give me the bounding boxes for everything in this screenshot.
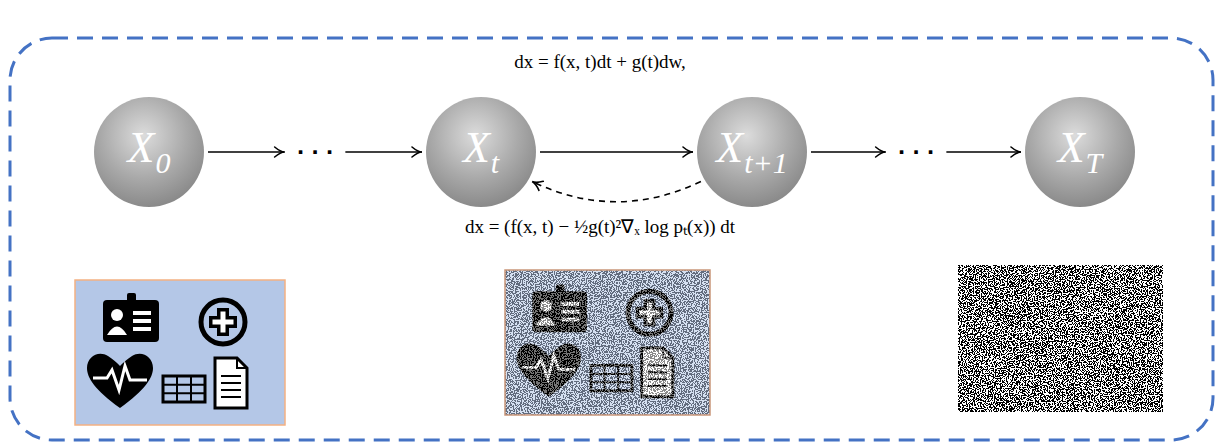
sde-equation: dx = (f(x, t) − ½g(t)²∇ₓ log pₜ(x)) dt <box>465 213 735 239</box>
arrow-line <box>208 151 285 153</box>
sde-equation: dx = f(x, t)dt + g(t)dw, <box>514 51 686 73</box>
variable-name: X <box>128 123 155 172</box>
state-symbol: X0 <box>128 126 171 178</box>
arrow-head <box>1011 147 1021 157</box>
state-circle: X0 <box>93 96 205 208</box>
arrow-curve <box>532 182 701 202</box>
forward-arrow <box>540 147 693 157</box>
variable-name: X <box>463 123 490 172</box>
circle-text-area: Xt+1 <box>696 96 808 208</box>
arrow-line <box>811 151 886 153</box>
arrow-head <box>876 147 886 157</box>
arrow-head <box>275 147 285 157</box>
arrow-line <box>540 151 693 153</box>
arrow-line <box>345 151 422 153</box>
ellipsis-label: · · · <box>896 140 937 164</box>
arrow-head <box>412 147 422 157</box>
state-circle: Xt <box>425 96 537 208</box>
circle-fill <box>94 97 204 207</box>
pure-noise-image <box>958 265 1163 412</box>
reverse-arrow <box>532 181 701 201</box>
arrow-head <box>683 147 693 157</box>
state-symbol: XT <box>1058 126 1103 178</box>
ellipsis-label: · · · <box>295 140 336 164</box>
circle-fill <box>426 97 536 207</box>
state-symbol: Xt <box>463 126 499 178</box>
variable-subscript: 0 <box>155 146 170 179</box>
state-circle: XT <box>1024 96 1136 208</box>
state-symbol: Xt+1 <box>716 126 787 178</box>
variable-name: X <box>716 123 743 172</box>
variable-name: X <box>1058 123 1085 172</box>
circle-fill <box>697 97 807 207</box>
variable-subscript: T <box>1086 146 1103 179</box>
dashed-frame <box>10 38 1213 440</box>
circle-text-area: X0 <box>93 96 205 208</box>
circle-text-area: XT <box>1024 96 1136 208</box>
circle-fill <box>1025 97 1135 207</box>
noisy-record-image <box>505 270 710 415</box>
state-circle: Xt+1 <box>696 96 808 208</box>
clean-record-image <box>75 280 285 425</box>
arrow-head <box>532 181 543 190</box>
circle-text-area: Xt <box>425 96 537 208</box>
arrow-line <box>946 151 1021 153</box>
variable-subscript: t <box>491 146 499 179</box>
variable-subscript: t+1 <box>744 146 788 179</box>
